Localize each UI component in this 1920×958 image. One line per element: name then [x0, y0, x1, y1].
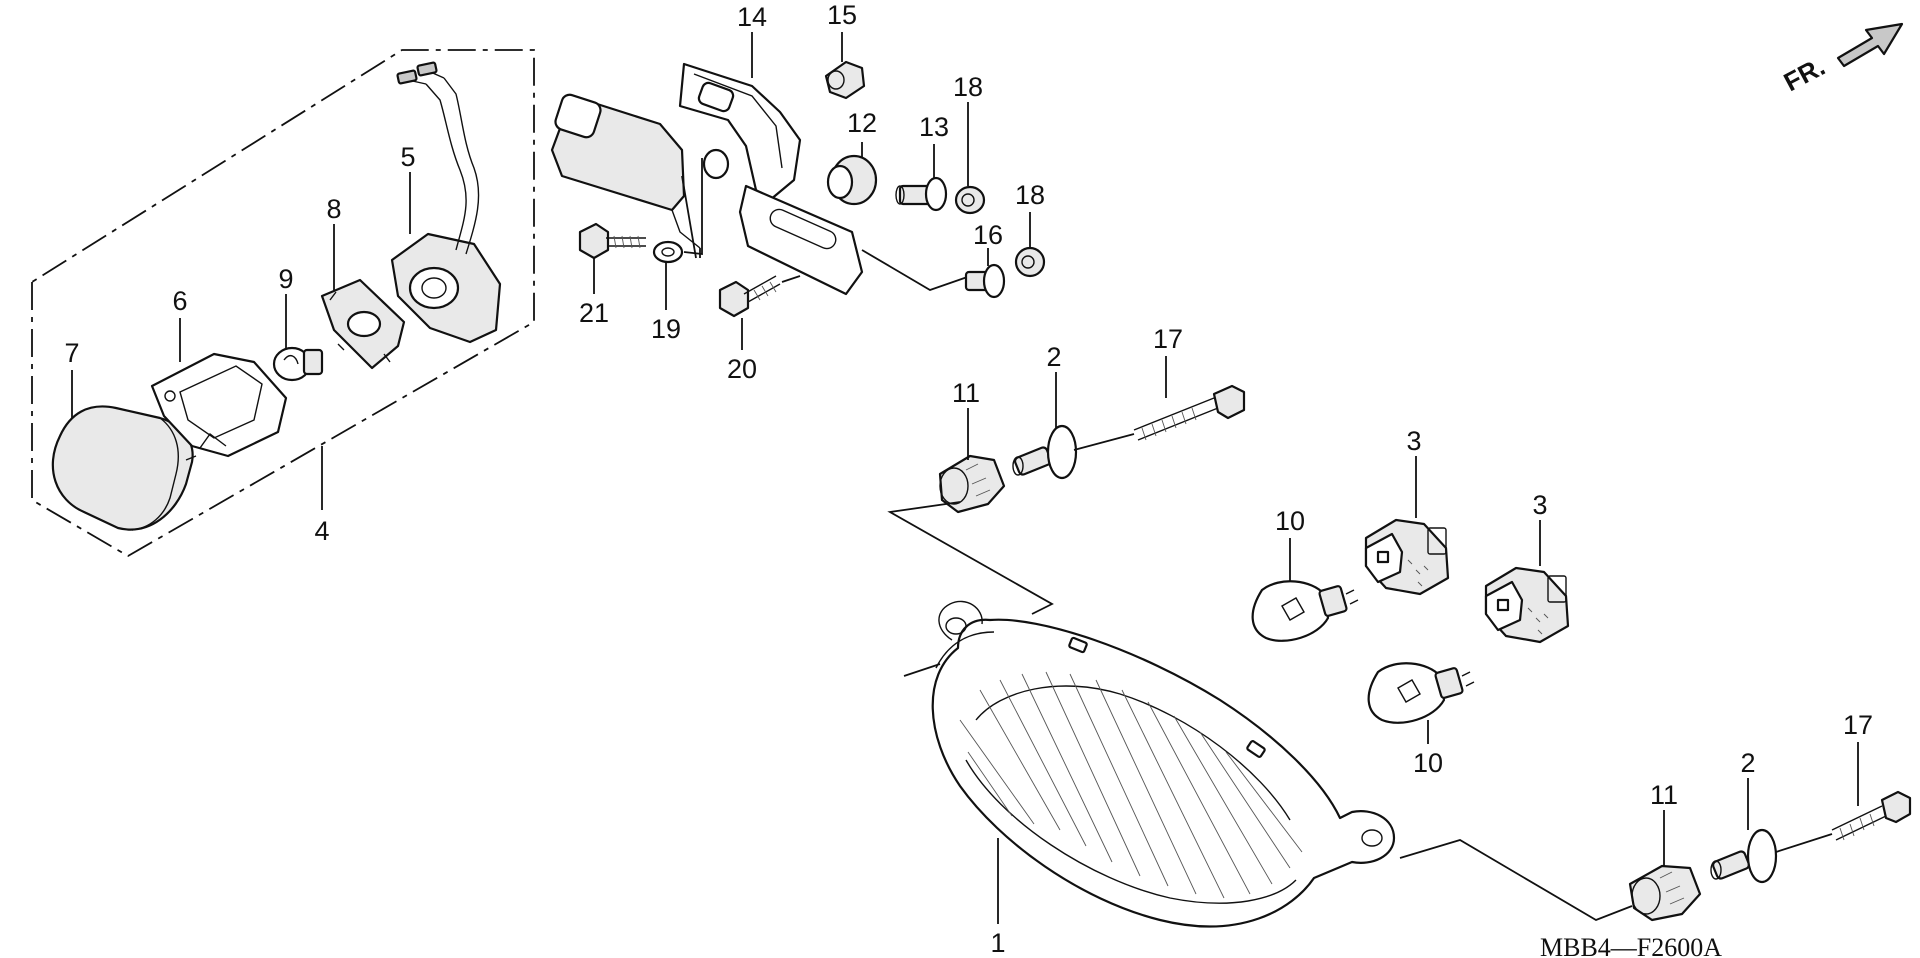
collar-2-lower	[1710, 828, 1778, 884]
nut-18-upper	[954, 185, 986, 215]
callout-15: 15	[827, 0, 857, 30]
grommet-11-lower	[1628, 864, 1702, 922]
collar-2-upper	[1012, 424, 1078, 480]
callout-6: 6	[172, 286, 187, 316]
bulb-socket-plate	[320, 278, 406, 370]
callout-16: 16	[973, 220, 1003, 250]
callout-10-upper: 10	[1275, 506, 1305, 536]
drawing-code: MBB4—F2600A	[1540, 933, 1722, 958]
callout-7: 7	[64, 338, 79, 368]
bolt-17-upper	[1133, 384, 1246, 441]
license-light-lens	[51, 405, 197, 531]
callout-14: 14	[737, 2, 767, 32]
direction-label: FR.	[1779, 51, 1830, 97]
license-light-reflector	[150, 352, 288, 458]
license-light-housing	[390, 61, 502, 344]
callout-18-upper: 18	[953, 72, 983, 102]
callout-12: 12	[847, 108, 877, 138]
callout-13: 13	[919, 112, 949, 142]
nut-18-lower	[1014, 246, 1046, 278]
callout-9: 9	[278, 264, 293, 294]
callout-11-lower: 11	[1650, 780, 1678, 810]
callout-19: 19	[651, 314, 681, 344]
socket-3-lower	[1484, 566, 1570, 644]
callout-11-upper: 11	[952, 378, 980, 408]
washer-19	[652, 240, 684, 264]
callout-2-upper: 2	[1046, 342, 1061, 372]
bolt-20	[718, 275, 781, 318]
bulb-10-upper	[1251, 580, 1359, 642]
callout-3-lower: 3	[1532, 490, 1547, 520]
license-light-bulb	[272, 346, 324, 382]
callout-17-upper: 17	[1153, 324, 1183, 354]
tail-light-unit	[931, 600, 1396, 928]
license-bracket	[550, 62, 864, 296]
grommet-11-upper	[938, 454, 1006, 514]
bulb-10-lower	[1367, 662, 1475, 724]
callout-1: 1	[990, 928, 1005, 958]
collar-12	[826, 154, 878, 206]
callout-8: 8	[326, 194, 341, 224]
grommet-15	[824, 60, 866, 100]
callout-3-upper: 3	[1406, 426, 1421, 456]
socket-3-upper	[1364, 518, 1450, 596]
callout-17-lower: 17	[1843, 710, 1873, 740]
license-light-assembly-box	[31, 49, 535, 558]
front-direction-arrow-icon	[1836, 22, 1904, 68]
bolt-21	[578, 222, 646, 260]
callout-21: 21	[579, 298, 609, 328]
callout-10-lower: 10	[1413, 748, 1443, 778]
callout-20: 20	[727, 354, 757, 384]
bolt-17-lower	[1831, 790, 1912, 841]
callout-leaders	[71, 32, 1859, 924]
callout-2-lower: 2	[1740, 748, 1755, 778]
callout-5: 5	[400, 142, 415, 172]
callout-18-lower: 18	[1015, 180, 1045, 210]
bolt-13	[895, 176, 948, 212]
bolt-16	[964, 263, 1006, 299]
callout-4: 4	[314, 516, 329, 546]
